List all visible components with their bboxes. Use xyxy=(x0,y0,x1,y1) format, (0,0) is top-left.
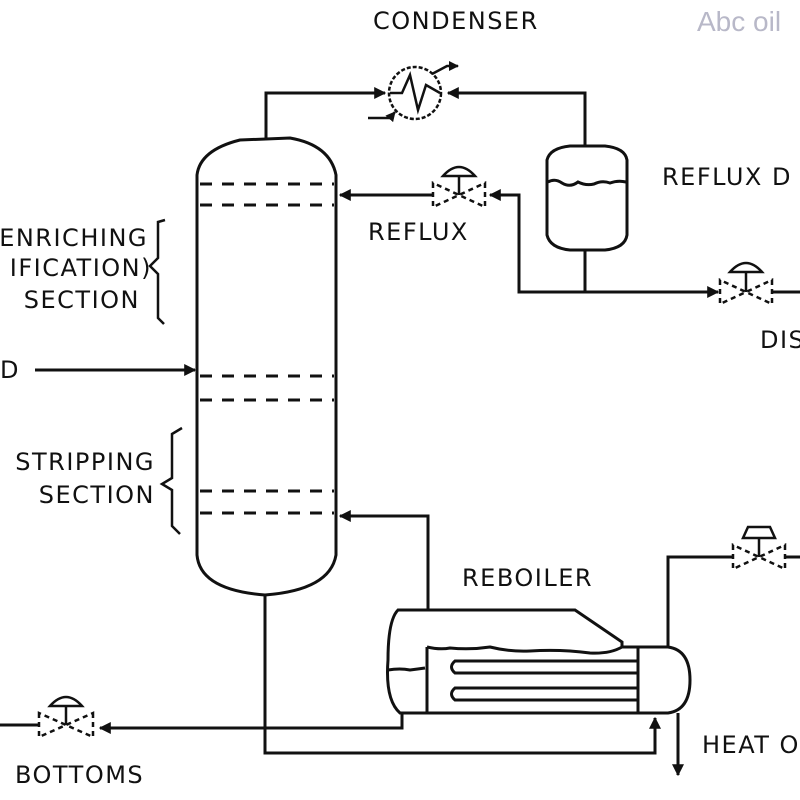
reflux-label: REFLUX xyxy=(368,218,469,246)
coolant-out-arrow-icon xyxy=(431,61,459,76)
heat-oil-label: HEAT O xyxy=(702,731,800,759)
valve-actuator-icon xyxy=(727,261,765,274)
reboiler-liquid-level xyxy=(426,645,623,655)
condensate-line xyxy=(446,87,587,148)
reflux-drum-label: REFLUX D xyxy=(662,163,792,191)
stripping-brace xyxy=(159,426,183,535)
heating-oil-in-line xyxy=(666,555,733,647)
valve-actuator-icon xyxy=(47,695,85,708)
distillation-column[interactable] xyxy=(195,136,338,597)
reboiler-label: REBOILER xyxy=(462,564,593,592)
condenser[interactable] xyxy=(368,61,459,123)
brand-watermark: Abc oil xyxy=(697,6,781,37)
feed-label: D xyxy=(0,356,20,384)
enriching-label-line1: ENRICHING xyxy=(0,224,148,252)
valve-actuator-icon xyxy=(440,165,478,178)
reboiler-tube xyxy=(450,659,638,675)
bottoms-label: BOTTOMS xyxy=(15,761,144,789)
bottoms-product-line xyxy=(98,713,404,734)
drum-liquid-level xyxy=(547,178,627,187)
enriching-label-line2: IFICATION) xyxy=(10,254,152,282)
reboiler-vapor-return-line xyxy=(338,510,430,610)
stripping-label-line2: SECTION xyxy=(39,481,155,509)
enriching-label-line3: SECTION xyxy=(24,286,140,314)
stripping-label-line1: STRIPPING xyxy=(15,448,155,476)
reflux-control-valve[interactable] xyxy=(431,165,487,209)
column-bottoms-line xyxy=(263,595,661,755)
heating-oil-control-valve[interactable] xyxy=(731,525,787,571)
reboiler-liquid-level-left xyxy=(387,666,426,672)
condenser-coil-icon xyxy=(390,71,441,115)
reflux-return-line xyxy=(488,189,585,294)
reflux-drum[interactable] xyxy=(545,144,629,252)
condenser-label: CONDENSER xyxy=(373,7,539,35)
bottoms-control-valve[interactable] xyxy=(37,695,95,739)
distillate-label: DIS xyxy=(760,326,800,354)
reboiler-tube xyxy=(450,686,638,702)
coolant-in-arrow-icon xyxy=(368,111,396,123)
enriching-brace xyxy=(148,218,166,325)
valve-actuator-icon xyxy=(741,525,777,540)
distillate-control-valve[interactable] xyxy=(718,261,774,306)
reboiler[interactable] xyxy=(386,608,692,715)
overhead-vapor-line xyxy=(264,87,387,138)
